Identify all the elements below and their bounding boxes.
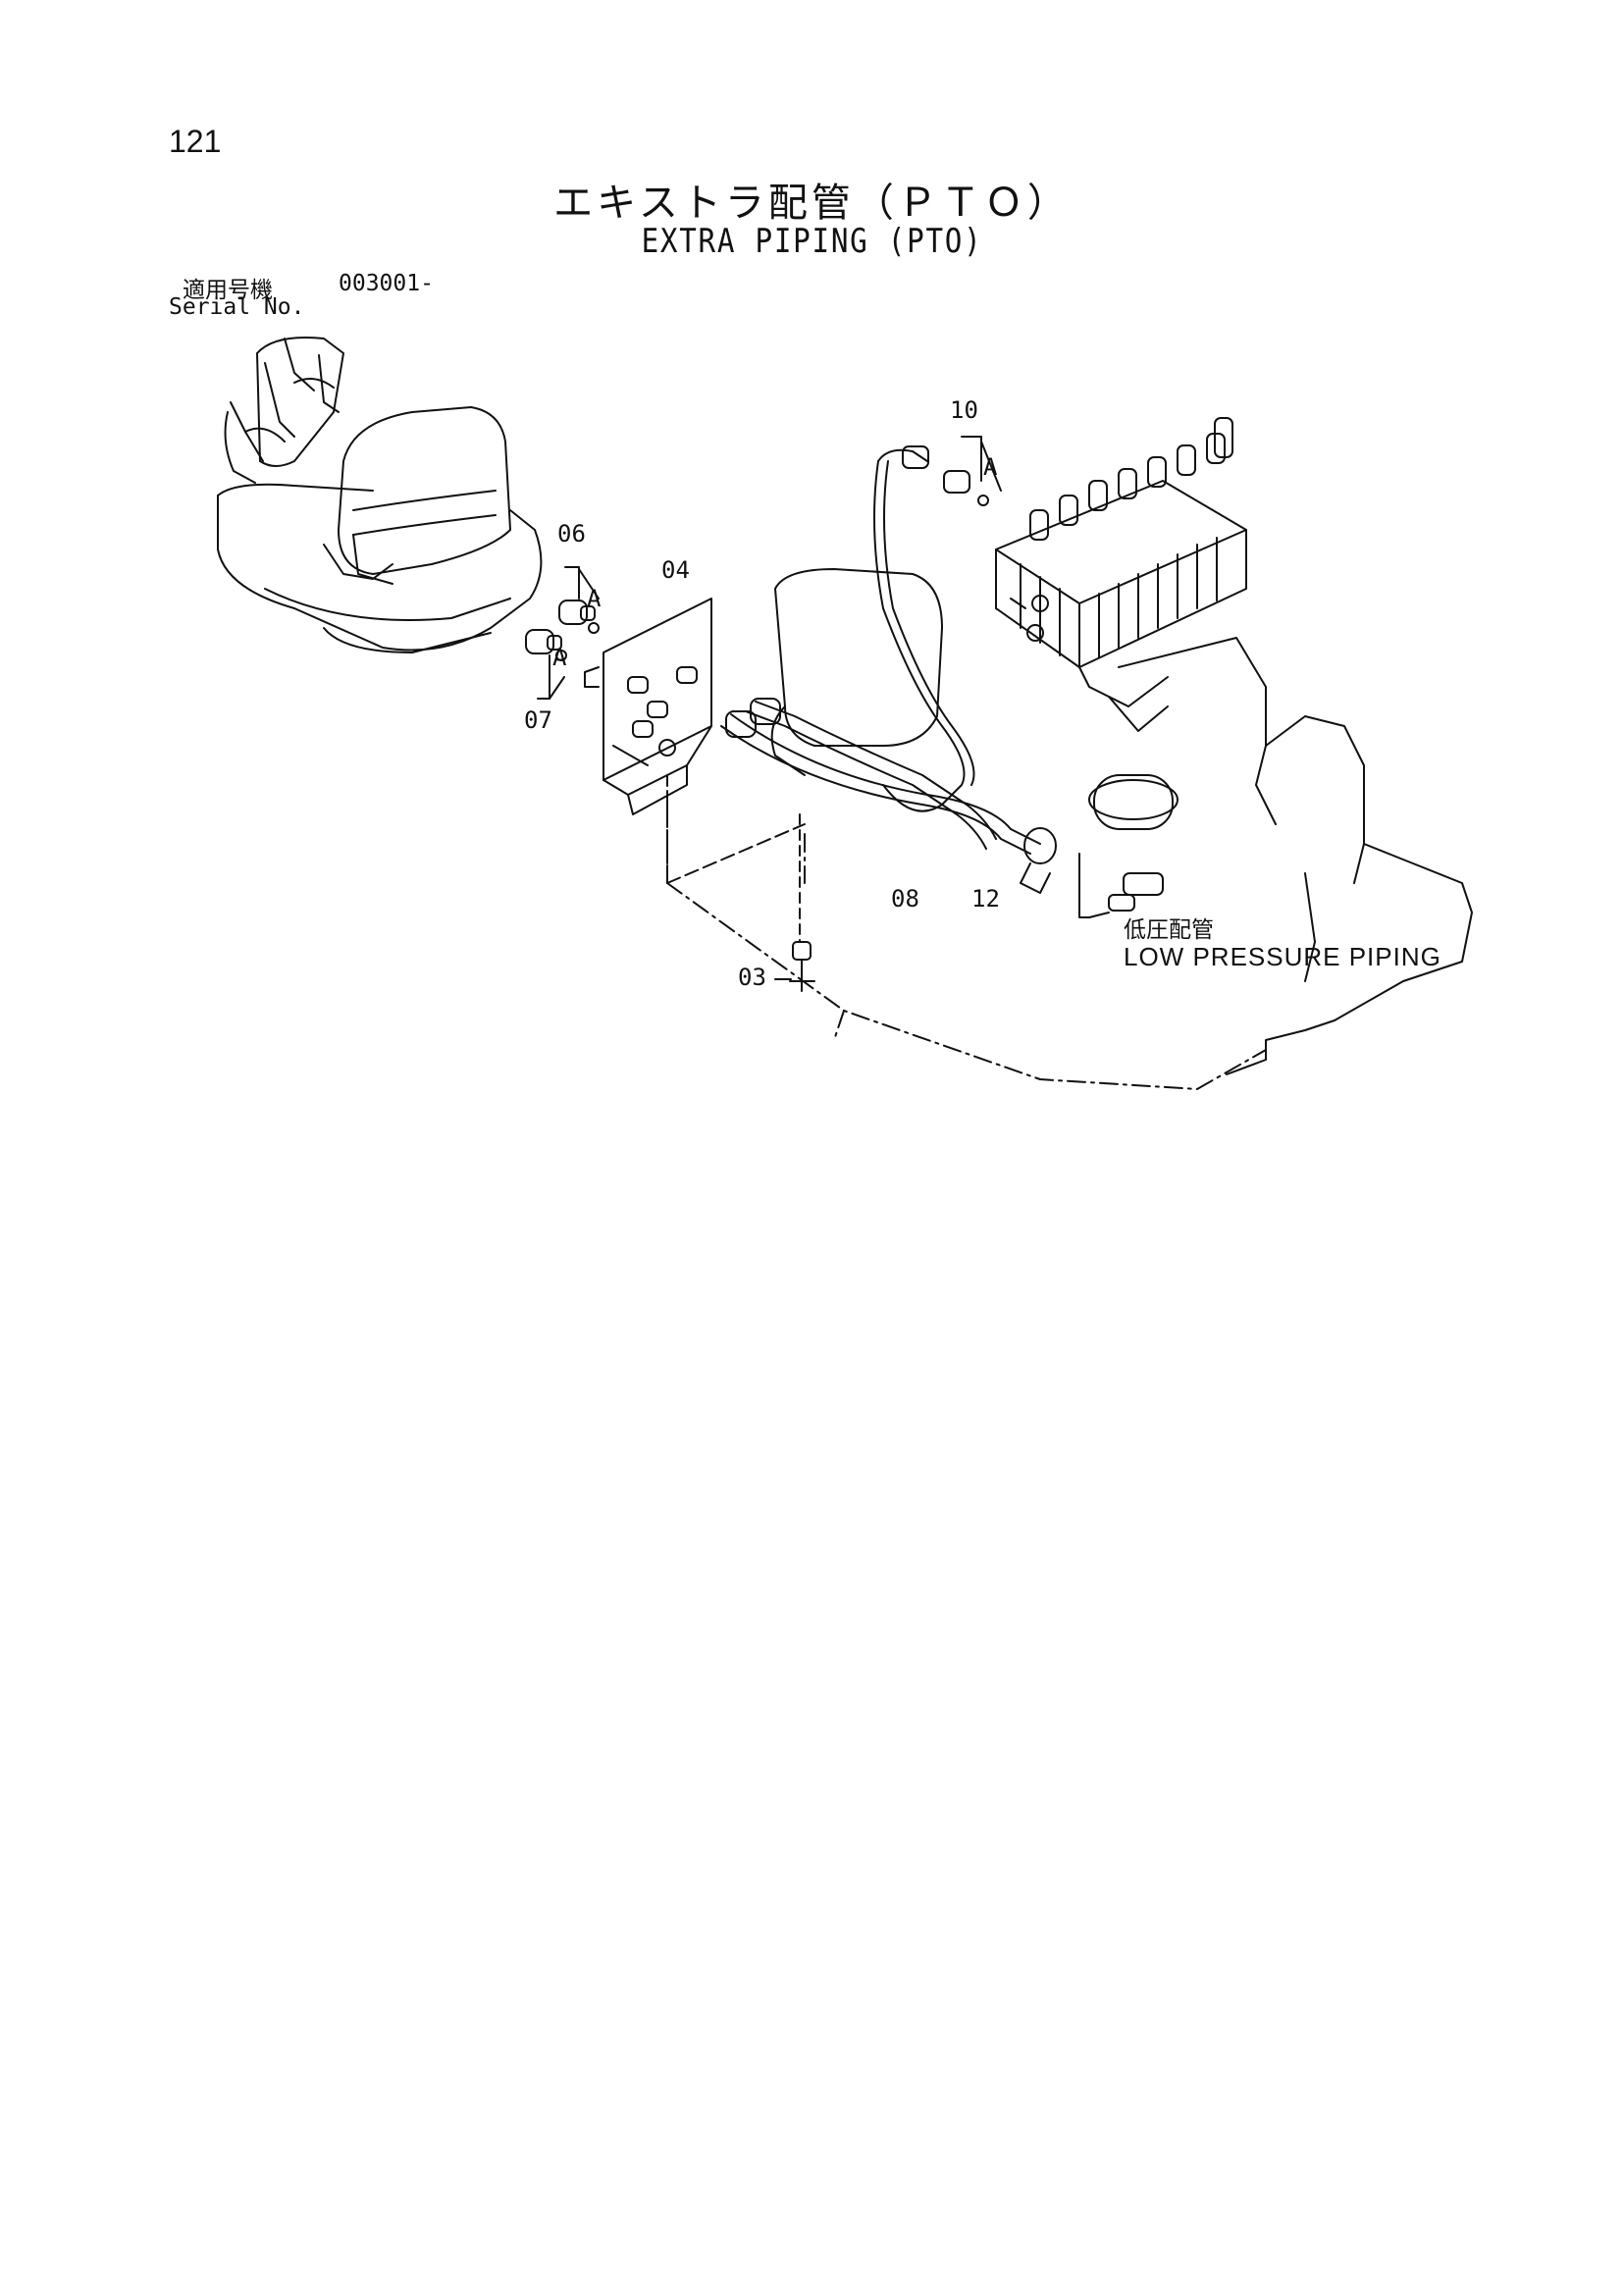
serial-range: 003001- <box>339 271 434 296</box>
low-pressure-fitting-illustration <box>1078 853 1164 918</box>
seat-illustration <box>217 337 543 653</box>
low-pressure-label-english: LOW PRESSURE PIPING <box>1124 942 1441 971</box>
callout-07: 07 <box>524 706 552 734</box>
serial-label-japanese: 適用号機 <box>183 278 273 303</box>
page-title-japanese: エキストラ配管（ＰＴＯ） <box>553 181 1071 226</box>
callout-04: 04 <box>661 556 690 584</box>
bracket-illustration <box>584 598 712 815</box>
bolt-illustration <box>774 813 815 992</box>
hose-illustration <box>720 445 1057 894</box>
callout-a-10: A <box>983 453 998 481</box>
callout-12: 12 <box>971 885 1000 913</box>
page-title-english: EXTRA PIPING (PTO) <box>641 222 983 261</box>
callout-06: 06 <box>557 520 586 548</box>
callout-03: 03 <box>738 964 766 991</box>
frame-illustration <box>770 568 1473 1075</box>
callout-a-07: A <box>552 644 567 671</box>
low-pressure-label-japanese: 低圧配管 <box>1124 917 1214 943</box>
callout-a-06: A <box>587 585 602 612</box>
serial-label-english: Serial No. <box>169 294 305 320</box>
control-valve-illustration <box>995 417 1247 707</box>
page-number: 121 <box>169 124 222 159</box>
callout-10: 10 <box>950 396 978 424</box>
fitting-06-illustration <box>558 600 600 634</box>
fitting-07-illustration <box>525 629 567 661</box>
callout-08: 08 <box>891 885 919 913</box>
